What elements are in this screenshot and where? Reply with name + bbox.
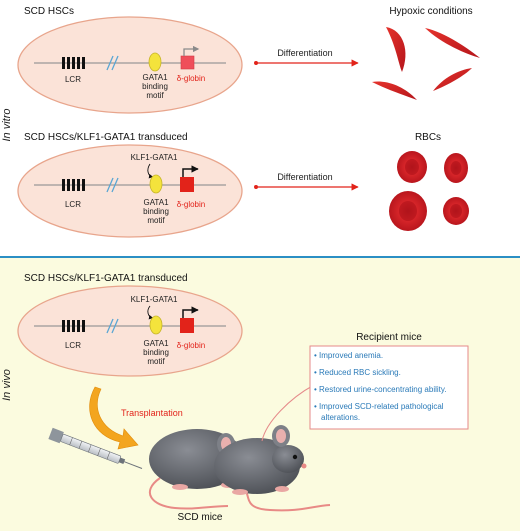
cell-membrane	[17, 285, 243, 377]
binding-arrow-icon	[147, 163, 154, 179]
mouse-head	[272, 445, 304, 473]
sickle-cell-3	[372, 81, 417, 100]
recipient-outcomes-box	[309, 345, 469, 430]
mouse-tail	[148, 477, 229, 510]
rbc-4	[443, 197, 469, 225]
outcome-item: • Restored urine-concentrating ability.	[314, 385, 447, 394]
motif-label-line1: GATA1	[143, 198, 169, 207]
panel2-title: SCD HSCs/KLF1-GATA1 transduced	[24, 132, 188, 143]
dna-break-icon	[106, 177, 119, 193]
sickle-cell-2	[425, 28, 480, 58]
syringe-icon	[48, 427, 143, 469]
sickle-cells	[372, 27, 480, 100]
rbc-1	[397, 151, 427, 183]
hypoxic-conditions-label: Hypoxic conditions	[389, 6, 472, 17]
motif-label-line3: motif	[147, 216, 165, 225]
motif-label-line1: GATA1	[142, 73, 168, 82]
mice-to-box-connector	[261, 384, 315, 442]
motif-label-line2: binding	[142, 82, 168, 91]
binding-arrow-icon	[147, 305, 154, 320]
lcr-element	[62, 179, 85, 191]
panel3-cell: LCR KLF1-GATA1 GATA1 binding motif δ-glo…	[17, 285, 243, 377]
normal-rbcs	[389, 151, 469, 231]
panel2-cell: LCR KLF1-GATA1 GATA1 binding motif δ-glo…	[17, 144, 243, 238]
recipient-mice-title: Recipient mice	[356, 332, 422, 343]
outcome-item: • Improved SCD-related pathological	[314, 402, 444, 411]
in-vivo-label: In vivo	[1, 369, 13, 401]
strong-transcription-arrow-icon	[182, 306, 199, 318]
rbc-2	[444, 153, 468, 183]
panel2-differentiation-arrow	[254, 183, 359, 191]
strong-transcription-arrow-icon	[182, 165, 199, 177]
cell-membrane	[17, 144, 243, 238]
delta-globin-gene-icon	[180, 177, 194, 192]
cell-membrane	[17, 16, 243, 114]
panel1-differentiation-arrow	[254, 59, 359, 67]
outcome-text: Reduced RBC sickling.	[319, 368, 401, 377]
gene-label: δ-globin	[177, 341, 205, 350]
outcome-text: Improved anemia.	[319, 351, 383, 360]
panel1-title: SCD HSCs	[24, 6, 74, 17]
panel3-title: SCD HSCs/KLF1-GATA1 transduced	[24, 273, 188, 284]
outcome-text: Restored urine-concentrating ability.	[319, 385, 446, 394]
rbcs-label: RBCs	[415, 132, 441, 143]
outcome-text-continued: alterations.	[321, 413, 360, 422]
dna-break-icon	[106, 55, 119, 71]
panel1-arrow-label: Differentiation	[277, 48, 332, 58]
motif-label-line2: binding	[143, 348, 169, 357]
dna-break-icon	[106, 318, 119, 334]
outcome-item: • Reduced RBC sickling.	[314, 368, 401, 377]
rbc-3	[389, 191, 427, 231]
gene-label: δ-globin	[177, 74, 205, 83]
lcr-label: LCR	[65, 341, 81, 350]
transplantation-label: Transplantation	[121, 408, 183, 418]
in-vitro-label: In vitro	[1, 108, 13, 141]
delta-globin-gene-icon	[180, 318, 194, 333]
panel2-arrow-label: Differentiation	[277, 172, 332, 182]
gata1-motif-icon	[148, 52, 162, 72]
sickle-cell-4	[433, 68, 472, 91]
transplant-arrow-icon	[89, 386, 139, 450]
motif-label-line3: motif	[146, 91, 164, 100]
lcr-element	[62, 57, 85, 69]
outcome-item: • Improved anemia.	[314, 351, 383, 360]
lcr-label: LCR	[65, 200, 81, 209]
outcome-list: • Improved anemia. • Reduced RBC sicklin…	[314, 351, 447, 422]
klf1-gata1-label: KLF1-GATA1	[131, 153, 178, 162]
lcr-label: LCR	[65, 75, 81, 84]
mouse-icon	[214, 425, 331, 512]
scd-mice-label: SCD mice	[177, 512, 222, 523]
gata1-motif-icon	[149, 315, 163, 335]
motif-label-line1: GATA1	[143, 339, 169, 348]
outcome-text: Improved SCD-related pathological	[319, 402, 444, 411]
gata1-motif-icon	[149, 174, 163, 194]
sickle-cell-1	[386, 27, 406, 72]
weak-transcription-arrow-icon	[183, 45, 200, 56]
gene-label: δ-globin	[177, 200, 205, 209]
motif-label-line2: binding	[143, 207, 169, 216]
lcr-element	[62, 320, 85, 332]
delta-globin-gene-icon	[180, 55, 195, 70]
panel1-cell: LCR GATA1 binding motif δ-globin	[17, 16, 243, 114]
klf1-gata1-label: KLF1-GATA1	[131, 295, 178, 304]
motif-label-line3: motif	[147, 357, 165, 366]
